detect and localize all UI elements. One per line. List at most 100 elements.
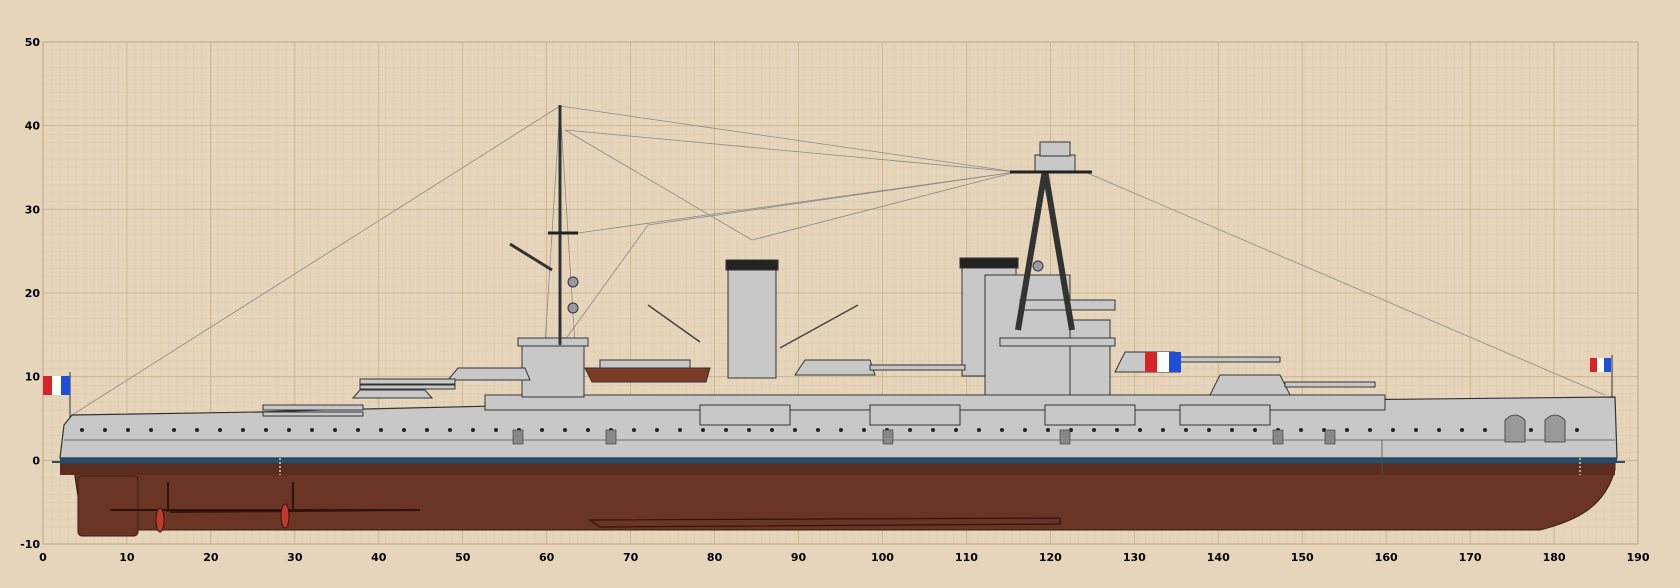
porthole (172, 428, 176, 432)
porthole (1207, 428, 1211, 432)
porthole (1483, 428, 1487, 432)
y-tick-label: 10 (25, 371, 41, 384)
porthole (839, 428, 843, 432)
bow-flag-icon (1590, 355, 1613, 398)
porthole (425, 428, 429, 432)
porthole (356, 428, 360, 432)
porthole (724, 428, 728, 432)
porthole (1437, 428, 1441, 432)
x-tick-label: 30 (287, 551, 303, 564)
x-tick-label: 80 (707, 551, 723, 564)
porthole (379, 428, 383, 432)
x-tick-label: 180 (1543, 551, 1566, 564)
porthole (1460, 428, 1464, 432)
turret-e (1209, 374, 1376, 396)
x-tick-label: 130 (1123, 551, 1146, 564)
x-tick-label: 120 (1039, 551, 1062, 564)
porthole (1184, 428, 1188, 432)
y-tick-label: 20 (25, 287, 41, 300)
signal-flag-icon (1145, 352, 1181, 372)
y-tick-label: -10 (20, 538, 40, 551)
y-tick-label: 40 (25, 120, 41, 133)
porthole (655, 428, 659, 432)
porthole (80, 428, 84, 432)
x-tick-label: 70 (623, 551, 639, 564)
porthole (770, 428, 774, 432)
porthole (195, 428, 199, 432)
x-tick-label: 20 (203, 551, 219, 564)
porthole (816, 428, 820, 432)
x-tick-label: 140 (1207, 551, 1230, 564)
porthole (1115, 428, 1119, 432)
x-tick-label: 60 (539, 551, 555, 564)
porthole (494, 428, 498, 432)
porthole (1529, 428, 1533, 432)
porthole (1345, 428, 1349, 432)
propeller-icon (155, 482, 294, 533)
porthole (701, 428, 705, 432)
x-tick-label: 170 (1459, 551, 1482, 564)
rudder (77, 475, 139, 537)
anchor-icon (1504, 414, 1566, 443)
porthole (402, 428, 406, 432)
porthole (678, 428, 682, 432)
porthole (448, 428, 452, 432)
porthole (1046, 428, 1050, 432)
porthole (1391, 428, 1395, 432)
porthole (977, 428, 981, 432)
turret-b (359, 367, 531, 390)
porthole (1138, 428, 1142, 432)
y-tick-label: 0 (32, 454, 40, 467)
porthole (793, 428, 797, 432)
porthole (310, 428, 314, 432)
superstructure (484, 105, 1386, 426)
porthole (540, 428, 544, 432)
porthole (149, 428, 153, 432)
porthole (241, 428, 245, 432)
waterline (52, 458, 1625, 475)
bilge-keel (588, 517, 1061, 528)
forward-funnel (727, 267, 777, 379)
porthole (218, 428, 222, 432)
y-axis-tick-labels: 50 40 30 20 10 0 -10 (20, 36, 40, 551)
porthole (908, 428, 912, 432)
stern-flag-icon (43, 372, 71, 418)
porthole (586, 428, 590, 432)
porthole (1230, 428, 1234, 432)
porthole (471, 428, 475, 432)
porthole (954, 428, 958, 432)
porthole (103, 428, 107, 432)
porthole (1161, 428, 1165, 432)
porthole (1092, 428, 1096, 432)
porthole (1299, 428, 1303, 432)
porthole (1253, 428, 1257, 432)
x-tick-label: 190 (1627, 551, 1650, 564)
porthole (1368, 428, 1372, 432)
porthole (931, 428, 935, 432)
porthole (287, 428, 291, 432)
x-tick-label: 90 (791, 551, 807, 564)
porthole (1575, 428, 1579, 432)
x-tick-label: 110 (955, 551, 978, 564)
turret-c (794, 359, 966, 376)
y-tick-label: 50 (25, 36, 41, 49)
x-tick-label: 10 (119, 551, 135, 564)
porthole (1000, 428, 1004, 432)
porthole (333, 428, 337, 432)
porthole (862, 428, 866, 432)
porthole (1414, 428, 1418, 432)
porthole (747, 428, 751, 432)
hull-lower (61, 457, 1616, 537)
porthole (632, 428, 636, 432)
y-tick-label: 30 (25, 203, 41, 216)
porthole (563, 428, 567, 432)
x-tick-label: 160 (1375, 551, 1398, 564)
rigging-wires (71, 105, 1606, 416)
porthole (264, 428, 268, 432)
turret-a (262, 389, 434, 417)
porthole (1023, 428, 1027, 432)
x-tick-label: 40 (371, 551, 387, 564)
x-tick-label: 150 (1291, 551, 1314, 564)
